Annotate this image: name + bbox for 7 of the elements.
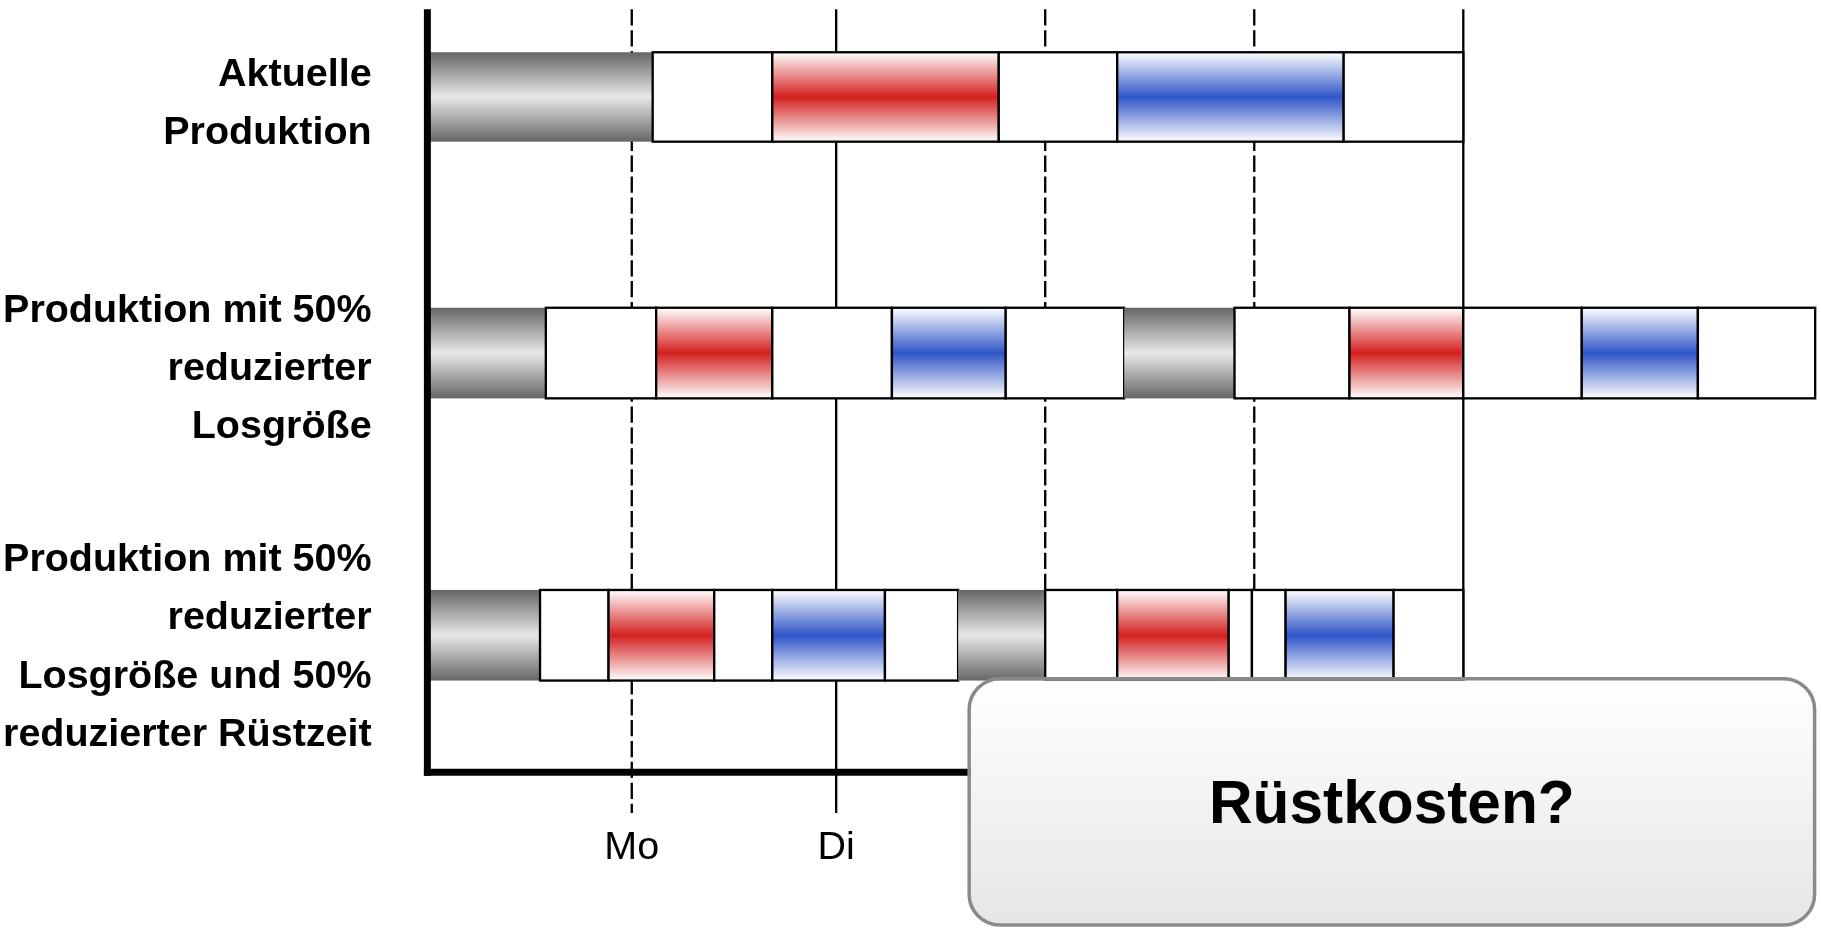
row-label: Produktion mit 50% reduzierter Losgröße (2, 284, 372, 448)
row-label: Aktuelle Produktion (162, 48, 372, 155)
callout-box (967, 677, 1817, 927)
axis-tick-label: Mo (603, 822, 661, 869)
row-label: Produktion mit 50% reduzierter Losgröße und 50% reduzierter Rüstzeit (2, 534, 372, 756)
axis-tick-label: Di (816, 822, 856, 869)
callout-text: Rüstkosten? (1209, 767, 1575, 837)
